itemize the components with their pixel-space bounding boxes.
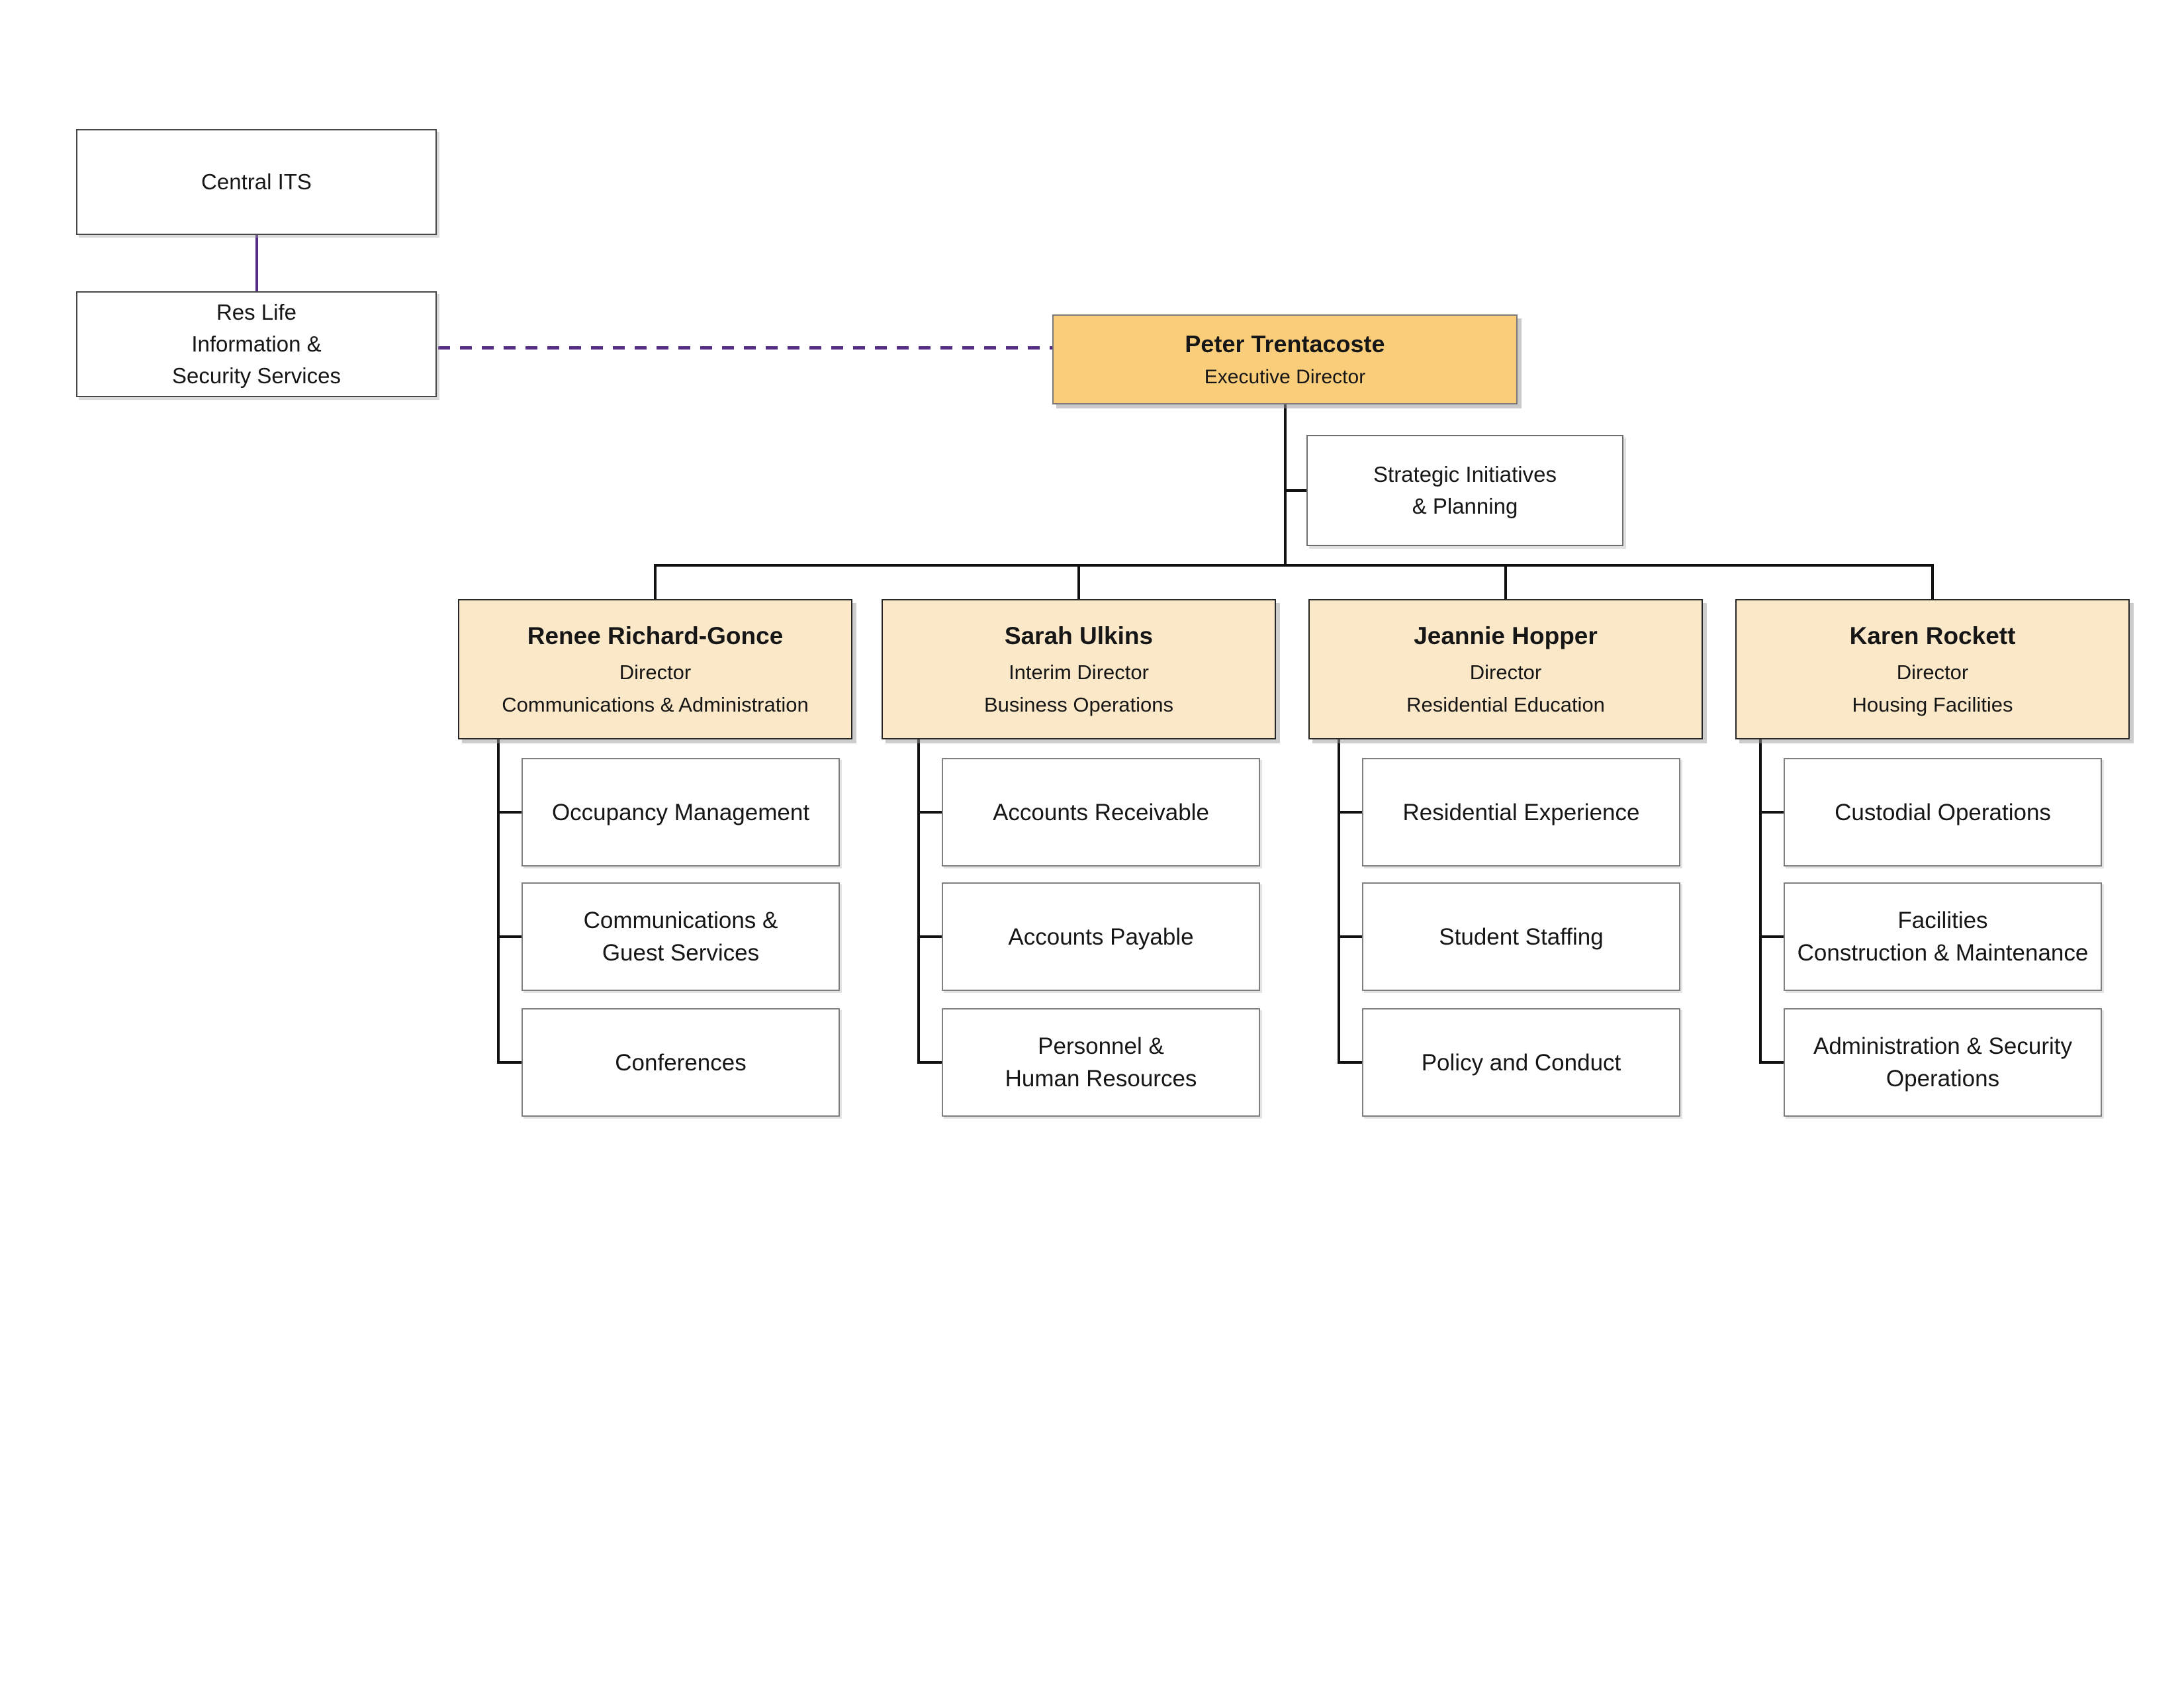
stub-renee-3 (497, 1061, 522, 1064)
node-unit-administration-security-operations: Administration & Security Operations (1784, 1008, 2102, 1117)
node-res-life-label: Res Life Information & Security Services (172, 300, 341, 388)
node-director-sarah: Sarah Ulkins Interim Director Business O… (882, 599, 1276, 739)
node-unit-residential-experience: Residential Experience (1362, 758, 1680, 867)
node-unit-occupancy-management: Occupancy Management (522, 758, 840, 867)
director-title: Director (1469, 661, 1542, 684)
connector-drop-sarah (1077, 564, 1080, 602)
unit-label: Custodial Operations (1835, 799, 2051, 825)
unit-label: Communications & Guest Services (583, 908, 778, 966)
director-title: Director (1896, 661, 1969, 684)
stub-sarah-2 (917, 935, 942, 938)
unit-label: Student Staffing (1439, 923, 1604, 950)
stub-sarah-3 (917, 1061, 942, 1064)
connector-drop-karen (1931, 564, 1934, 602)
director-department: Communications & Administration (502, 693, 809, 717)
node-strategic-initiatives: Strategic Initiatives & Planning (1306, 435, 1623, 546)
node-unit-accounts-receivable: Accounts Receivable (942, 758, 1260, 867)
unit-label: Accounts Receivable (993, 799, 1209, 825)
node-unit-conferences: Conferences (522, 1008, 840, 1117)
stub-sarah-1 (917, 811, 942, 814)
connector-directors-horizontal (654, 564, 1934, 567)
unit-label: Accounts Payable (1008, 923, 1194, 950)
node-unit-student-staffing: Student Staffing (1362, 882, 1680, 991)
director-department: Housing Facilities (1852, 693, 2013, 717)
connector-strategic-stub (1287, 489, 1306, 492)
node-central-its: Central ITS (76, 129, 437, 235)
node-unit-custodial-operations: Custodial Operations (1784, 758, 2102, 867)
unit-label: Policy and Conduct (1421, 1049, 1621, 1076)
node-executive: Peter Trentacoste Executive Director (1052, 314, 1518, 404)
node-director-karen: Karen Rockett Director Housing Facilitie… (1735, 599, 2130, 739)
unit-label: Residential Experience (1402, 799, 1640, 825)
director-title: Director (619, 661, 692, 684)
director-department: Business Operations (983, 693, 1174, 717)
connector-executive-trunk (1284, 404, 1287, 565)
connector-drop-jeannie (1504, 564, 1507, 602)
stub-renee-2 (497, 935, 522, 938)
node-unit-accounts-payable: Accounts Payable (942, 882, 1260, 991)
unit-label: Personnel & Human Resources (1005, 1033, 1197, 1092)
strategic-initiatives-label: Strategic Initiatives & Planning (1373, 462, 1557, 518)
stub-jeannie-2 (1338, 935, 1362, 938)
node-director-renee: Renee Richard-Gonce Director Communicati… (458, 599, 852, 739)
node-director-jeannie: Jeannie Hopper Director Residential Educ… (1308, 599, 1703, 739)
director-department: Residential Education (1406, 693, 1605, 717)
stub-jeannie-3 (1338, 1061, 1362, 1064)
node-central-its-label: Central ITS (201, 169, 312, 195)
director-name: Renee Richard-Gonce (527, 622, 784, 649)
connector-dashed-reslife-to-executive (438, 346, 1052, 350)
stub-renee-1 (497, 811, 522, 814)
director-name: Jeannie Hopper (1414, 622, 1598, 649)
stub-jeannie-1 (1338, 811, 1362, 814)
node-unit-personnel-hr: Personnel & Human Resources (942, 1008, 1260, 1117)
stub-karen-2 (1759, 935, 1784, 938)
connector-central-to-reslife (255, 235, 258, 291)
executive-name: Peter Trentacoste (1185, 330, 1385, 358)
stub-karen-1 (1759, 811, 1784, 814)
spine-karen (1759, 739, 1762, 1064)
spine-jeannie (1338, 739, 1340, 1064)
unit-label: Administration & Security Operations (1813, 1033, 2072, 1092)
director-name: Sarah Ulkins (1004, 622, 1154, 649)
unit-label: Facilities Construction & Maintenance (1797, 908, 2089, 966)
stub-karen-3 (1759, 1061, 1784, 1064)
node-unit-policy-and-conduct: Policy and Conduct (1362, 1008, 1680, 1117)
spine-sarah (917, 739, 920, 1064)
node-unit-communications-guest-services: Communications & Guest Services (522, 882, 840, 991)
director-name: Karen Rockett (1849, 622, 2016, 649)
node-res-life: Res Life Information & Security Services (76, 291, 437, 397)
unit-label: Conferences (615, 1049, 747, 1076)
executive-title: Executive Director (1204, 365, 1366, 388)
unit-label: Occupancy Management (551, 799, 810, 825)
connector-drop-renee (654, 564, 657, 602)
director-title: Interim Director (1009, 661, 1149, 684)
node-unit-facilities-construction-maintenance: Facilities Construction & Maintenance (1784, 882, 2102, 991)
spine-renee (497, 739, 500, 1064)
